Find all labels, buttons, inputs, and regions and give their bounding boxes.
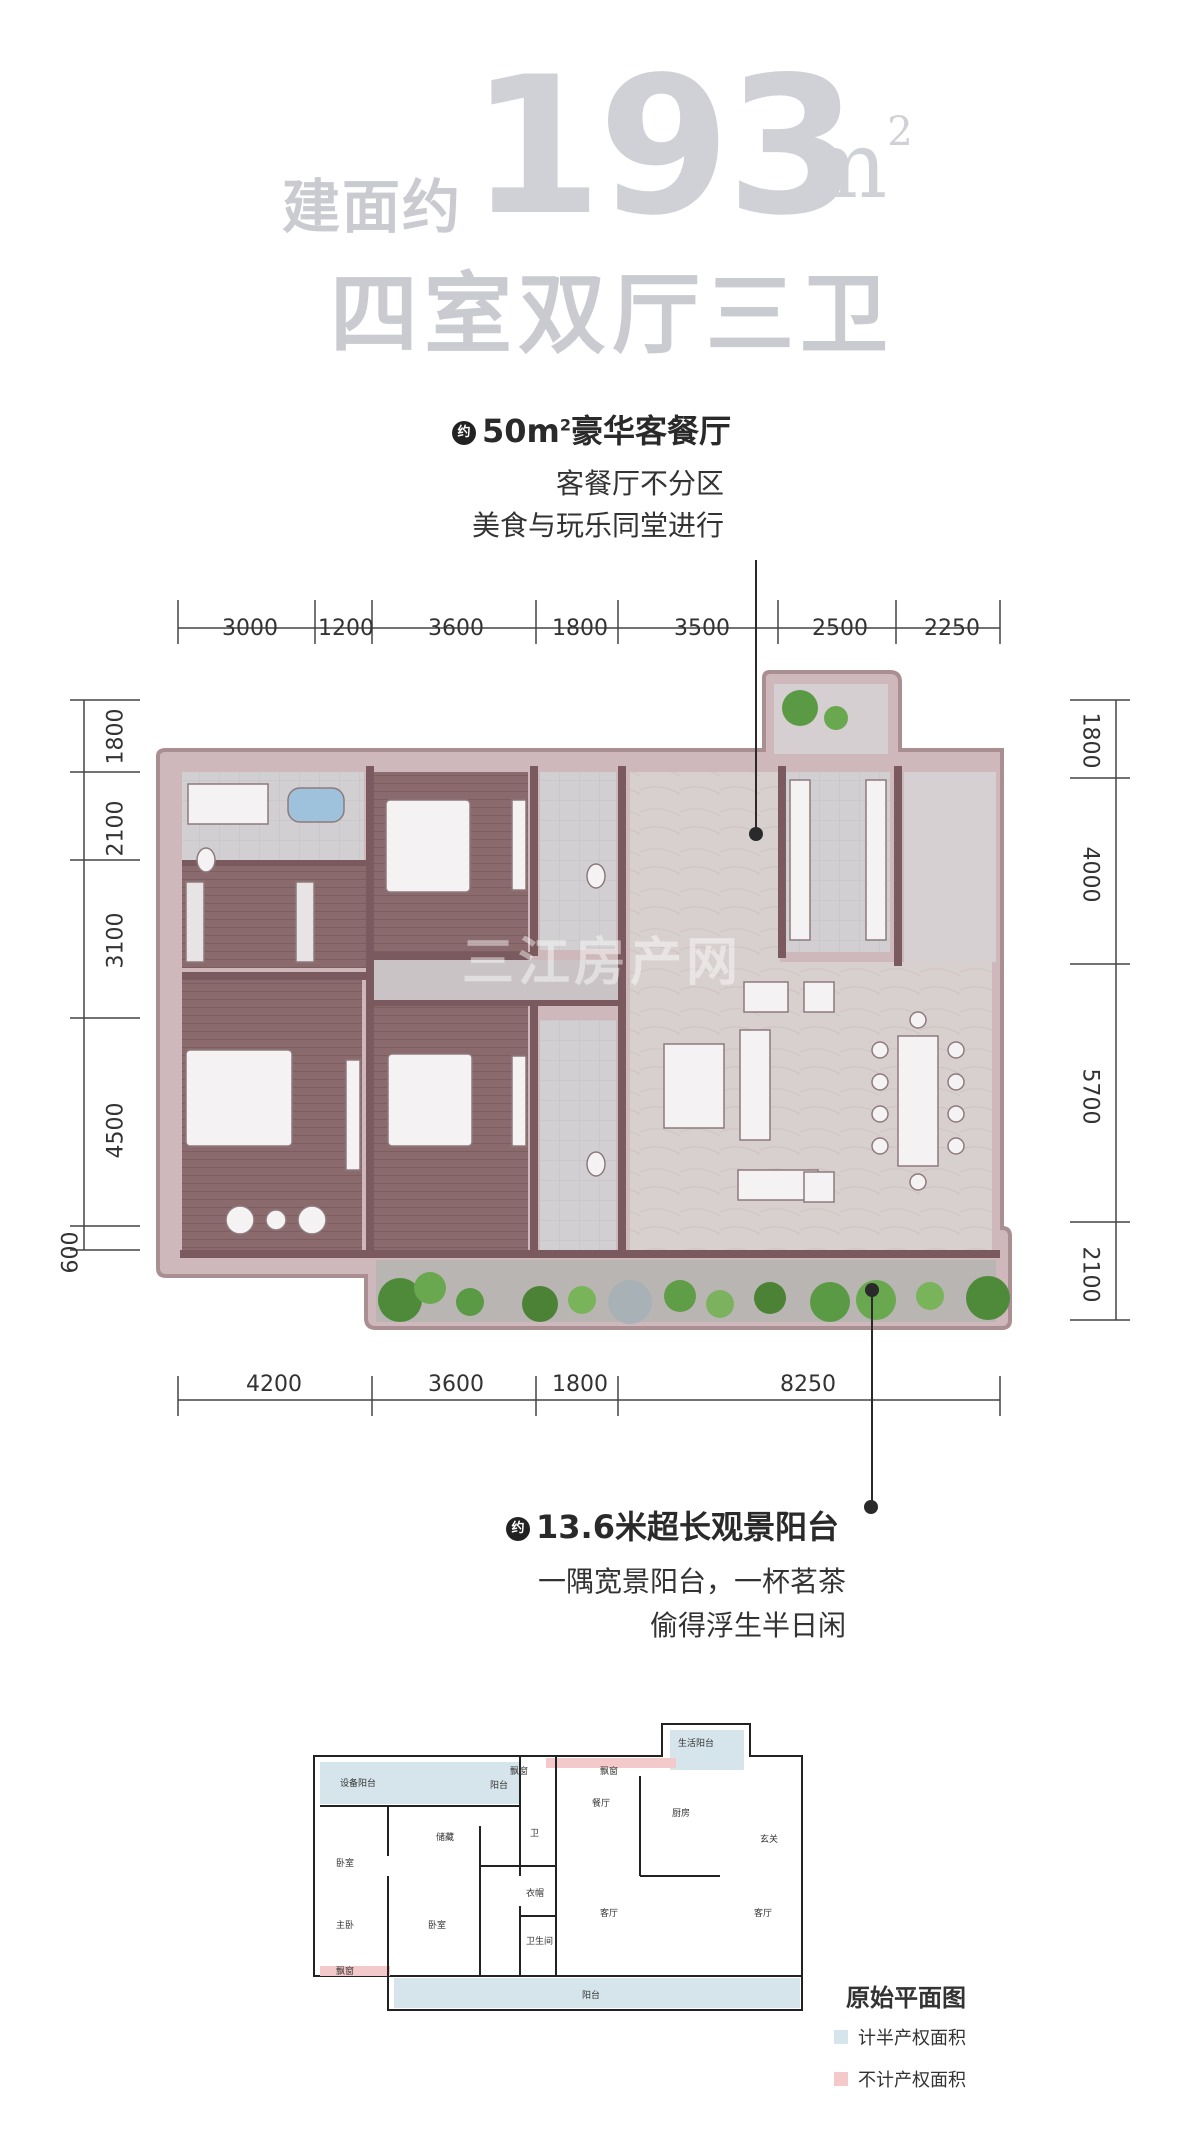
- foyer: [904, 772, 996, 962]
- callout-pointers: [755, 560, 873, 1440]
- room-label-balcony: 阳台: [490, 1779, 508, 1791]
- dim-right-3: 5700: [1077, 1068, 1103, 1125]
- walk-in-closet: [182, 866, 368, 968]
- dim-right-4: 2100: [1077, 1246, 1103, 1303]
- room-label-master: 主卧: [336, 1919, 354, 1931]
- dim-bottom-2: 3600: [428, 1372, 484, 1397]
- room-label-living: 客厅: [600, 1907, 618, 1919]
- dim-lines-left: [70, 699, 140, 1251]
- balcony-callout-line2: 偷得浮生半日闲: [649, 1609, 846, 1642]
- approx-badge-icon: 约: [452, 421, 476, 445]
- dim-top-4: 1800: [552, 616, 608, 641]
- legend-item-half: 计半产权面积: [834, 2024, 966, 2050]
- balcony-plants: [378, 690, 1010, 1324]
- room-label-bedroom-2: 卧室: [428, 1919, 446, 1931]
- room-label-bay-2: 飘窗: [600, 1765, 618, 1777]
- area-number: 193: [470, 36, 859, 257]
- furniture: [185, 779, 965, 1235]
- balcony-pointer-dot: [864, 1500, 878, 1514]
- bath-mid-top: [540, 772, 616, 950]
- dim-left-1: 1800: [103, 708, 129, 765]
- original-plan-title: 原始平面图: [846, 1984, 966, 2012]
- room-label-kitchen: 厨房: [672, 1807, 690, 1819]
- room-label-bedroom: 卧室: [336, 1857, 354, 1869]
- dim-bottom-1: 4200: [246, 1372, 302, 1397]
- room-label-dining: 餐厅: [592, 1797, 610, 1809]
- room-label-wc: 卫: [530, 1829, 539, 1839]
- living-callout-line1: 客餐厅不分区: [555, 467, 724, 500]
- dim-top-3: 3600: [428, 616, 484, 641]
- corridor: [368, 960, 618, 1002]
- dim-right-2: 4000: [1077, 846, 1103, 903]
- room-label-bathroom: 卫生间: [526, 1935, 553, 1947]
- floor-plan: [70, 560, 1130, 1440]
- swatch-none-icon: [834, 2072, 848, 2086]
- dim-right-1: 1800: [1077, 712, 1103, 769]
- dim-top-2: 1200: [318, 616, 374, 641]
- dim-top-5: 3500: [674, 616, 730, 641]
- room-label-utility-balcony: 生活阳台: [678, 1737, 714, 1749]
- living-callout-line2: 美食与玩乐同堂进行: [471, 509, 724, 542]
- interior-walls: [180, 766, 1000, 1258]
- original-plan: 设备阳台 阳台 卧室 储藏 卫 餐厅 厨房 生活阳台 玄关 主卧 卧室 衣帽 卫…: [313, 1723, 803, 2011]
- dim-top-7: 2250: [924, 616, 980, 641]
- room-label-equipment-balcony: 设备阳台: [340, 1777, 376, 1789]
- dim-lines-top: [177, 600, 1001, 644]
- area-unit: m2: [800, 109, 913, 219]
- dim-top-6: 2500: [812, 616, 868, 641]
- room-label-closet: 衣帽: [526, 1887, 544, 1899]
- dim-left-5: 600: [58, 1231, 84, 1274]
- dim-left-3: 3100: [103, 912, 129, 969]
- dim-left-4: 4500: [103, 1102, 129, 1159]
- dim-lines-bottom: [177, 1376, 1001, 1416]
- balcony-callout-line1: 一隅宽景阳台，一杯茗茶: [537, 1565, 846, 1598]
- bath-mid-bottom: [540, 1020, 616, 1250]
- dim-bottom-3: 1800: [552, 1372, 608, 1397]
- dim-lines-right: [1070, 699, 1130, 1321]
- room-label-bay-3: 飘窗: [336, 1965, 354, 1977]
- legend-item-none: 不计产权面积: [834, 2066, 966, 2092]
- swatch-half-icon: [834, 2030, 848, 2044]
- layout-type: 四室双厅三卫: [330, 263, 895, 366]
- room-label-foyer: 玄关: [760, 1833, 778, 1845]
- room-label-bay-1: 飘窗: [510, 1765, 528, 1777]
- room-label-living-2: 客厅: [754, 1907, 772, 1919]
- room-label-storage: 储藏: [436, 1831, 454, 1843]
- approx-badge-icon: 约: [506, 1517, 530, 1541]
- room-label-balcony-2: 阳台: [582, 1989, 600, 2001]
- area-prefix: 建面约: [282, 173, 463, 241]
- dim-top-1: 3000: [222, 616, 278, 641]
- watermark: 三江房产网: [462, 933, 743, 993]
- balcony-pointer-line: [871, 1440, 873, 1502]
- dim-bottom-4: 8250: [780, 1372, 836, 1397]
- dim-left-2: 2100: [103, 800, 129, 857]
